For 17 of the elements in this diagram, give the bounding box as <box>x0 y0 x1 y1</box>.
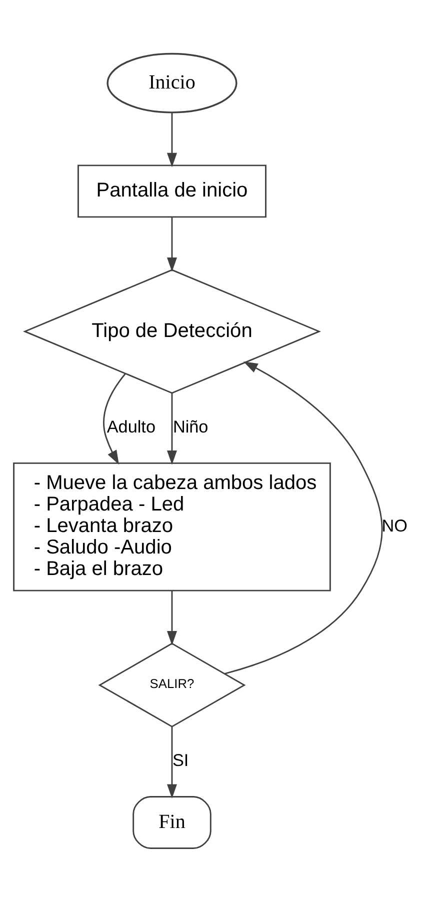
node-diamond: SALIR? <box>98 642 246 728</box>
arrow <box>166 590 177 646</box>
arrow <box>166 217 177 272</box>
node-box: Pantalla de inicio <box>78 164 266 218</box>
edge-label: Adulto <box>106 416 156 437</box>
arrow <box>166 726 177 799</box>
arrow <box>166 393 177 465</box>
node-ellipse: Inicio <box>106 52 238 114</box>
node-box: - Mueve la cabeza ambos lados - Parpadea - Led - Levanta brazo - Saludo -Audio - Baja el brazo <box>13 462 331 592</box>
edge-label: NO <box>382 515 408 536</box>
node-box: Fin <box>132 796 212 849</box>
edge-label: Niño <box>172 416 208 437</box>
arrow <box>103 373 126 465</box>
arrow <box>224 361 383 674</box>
node-diamond: Tipo de Detección <box>22 269 321 394</box>
edge-label: SI <box>172 750 189 770</box>
arrow <box>166 112 177 168</box>
